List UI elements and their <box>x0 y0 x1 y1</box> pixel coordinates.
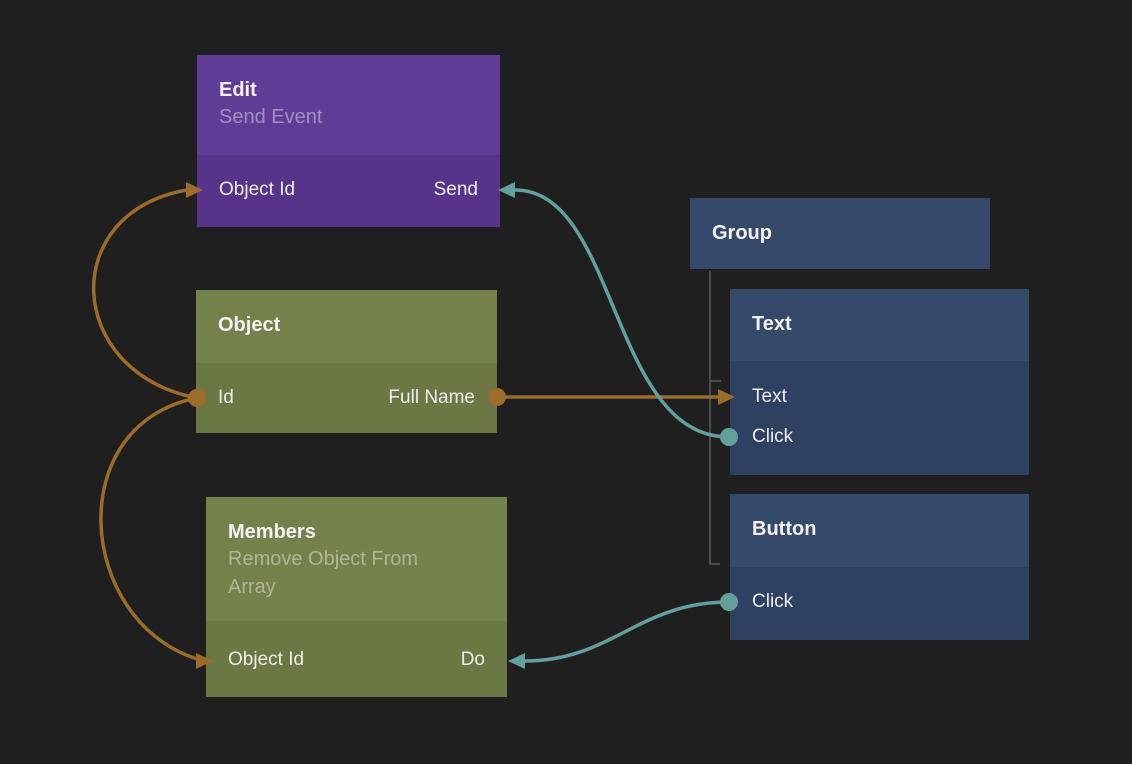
node-title: Object <box>218 314 281 336</box>
port-row: Text <box>730 377 1029 417</box>
port-id[interactable]: Id <box>218 387 234 408</box>
port-dot-object-id[interactable] <box>188 389 206 407</box>
node-object[interactable]: Object Id Full Name <box>196 290 497 433</box>
port-row: Object Id Send <box>197 170 500 210</box>
port-dot-button-click[interactable] <box>720 593 738 611</box>
wire-button-click-to-members-do[interactable] <box>523 600 731 663</box>
port-dot-full-name[interactable] <box>488 388 506 406</box>
node-ports: Object Id Send <box>197 155 500 227</box>
port-dot-text-click[interactable] <box>720 428 738 446</box>
node-button[interactable]: Button Click <box>730 494 1029 640</box>
port-object-id[interactable]: Object Id <box>228 649 305 670</box>
wire-object-id-to-members[interactable] <box>99 396 199 661</box>
port-full-name[interactable]: Full Name <box>388 387 475 408</box>
port-row: Id Full Name <box>196 378 497 418</box>
node-title: Text <box>752 313 792 335</box>
arrowhead-text-text <box>718 389 735 405</box>
port-do[interactable]: Do <box>460 649 485 670</box>
arrowhead-members-object-id <box>196 653 213 669</box>
wire-text-click-to-edit-send[interactable] <box>513 188 731 439</box>
port-row: Click <box>730 417 1029 457</box>
node-title: Edit <box>219 79 257 101</box>
node-ports: Object Id Do <box>206 621 507 697</box>
port-click[interactable]: Click <box>752 591 794 612</box>
port-row: Click <box>730 582 1029 622</box>
port-click[interactable]: Click <box>752 426 794 447</box>
node-group[interactable]: Group <box>690 198 990 269</box>
node-members-remove-object[interactable]: Members Remove Object From Array Object … <box>206 497 507 697</box>
node-title: Button <box>752 518 817 540</box>
node-header: Text <box>730 289 1029 361</box>
node-title: Members <box>228 521 316 543</box>
node-ports: Click <box>730 567 1029 640</box>
arrowhead-edit-object-id <box>186 182 203 198</box>
node-title: Group <box>712 222 772 244</box>
node-edit-send-event[interactable]: Edit Send Event Object Id Send <box>197 55 500 227</box>
node-header: Group <box>690 198 990 269</box>
node-text[interactable]: Text Text Click <box>730 289 1029 475</box>
node-ports: Text Click <box>730 361 1029 475</box>
node-subtitle: Remove Object From Array <box>228 548 419 598</box>
node-ports: Id Full Name <box>196 363 497 433</box>
group-tree-line <box>709 271 720 565</box>
node-header: Button <box>730 494 1029 567</box>
port-send[interactable]: Send <box>433 179 478 200</box>
arrowhead-members-do <box>508 653 525 669</box>
port-row: Object Id Do <box>206 640 507 680</box>
wire-object-id-to-edit[interactable] <box>91 188 199 400</box>
port-object-id[interactable]: Object Id <box>219 179 296 200</box>
node-header: Object <box>196 290 497 363</box>
node-header: Edit Send Event <box>197 55 500 155</box>
node-header: Members Remove Object From Array <box>206 497 507 621</box>
arrowhead-edit-send <box>498 182 515 198</box>
port-text[interactable]: Text <box>752 386 787 407</box>
node-subtitle: Send Event <box>219 106 323 128</box>
